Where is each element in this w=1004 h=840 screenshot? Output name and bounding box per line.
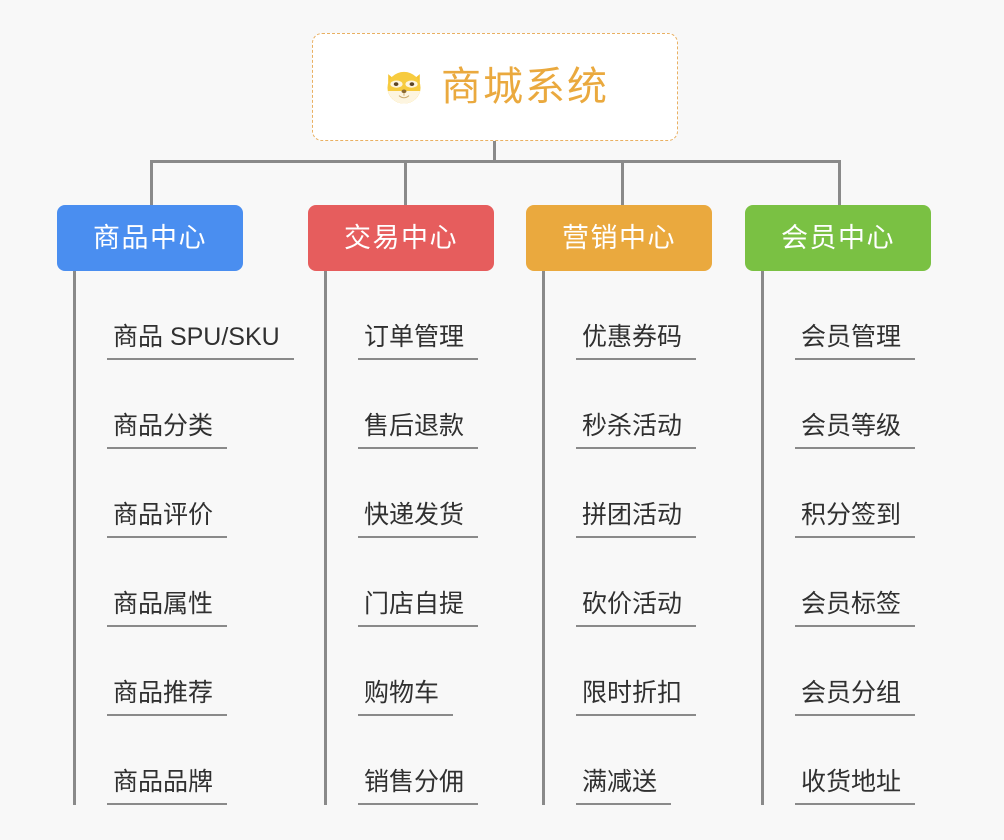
horizontal-bus-connector: [150, 160, 841, 163]
leaf-underline: 收货地址: [795, 768, 916, 805]
leaf-label: 限时折扣: [582, 679, 683, 708]
leaf-column-4: 会员管理 会员等级 积分签到 会员标签 会员分组 收货地址: [761, 271, 916, 805]
leaf-underline: 会员等级: [795, 412, 916, 449]
leaf-underline: 商品 SPU/SKU: [107, 323, 294, 360]
leaf-underline: 商品推荐: [107, 679, 228, 716]
leaf-item[interactable]: 商品推荐: [73, 627, 294, 716]
leaf-item[interactable]: 会员标签: [761, 538, 916, 627]
leaf-underline: 优惠券码: [576, 323, 697, 360]
category-node-2[interactable]: 交易中心: [308, 205, 494, 271]
category-node-4[interactable]: 会员中心: [745, 205, 931, 271]
leaf-underline: 商品属性: [107, 590, 228, 627]
category-label-3: 营销中心: [562, 222, 676, 253]
leaf-underline: 订单管理: [358, 323, 479, 360]
leaf-label: 商品 SPU/SKU: [113, 323, 280, 352]
root-node[interactable]: 商城系统: [312, 33, 678, 141]
leaf-underline: 商品评价: [107, 501, 228, 538]
leaf-underline: 快递发货: [358, 501, 479, 538]
category-label-2: 交易中心: [344, 222, 458, 253]
category-drop-connector-3: [621, 160, 624, 208]
root-stem-connector: [493, 141, 496, 162]
leaf-label: 销售分佣: [364, 768, 465, 797]
leaf-item[interactable]: 拼团活动: [542, 449, 697, 538]
leaf-column-3: 优惠券码 秒杀活动 拼团活动 砍价活动 限时折扣 满减送: [542, 271, 697, 805]
leaf-item[interactable]: 砍价活动: [542, 538, 697, 627]
leaf-item[interactable]: 订单管理: [324, 271, 479, 360]
dog-face-icon: [387, 71, 421, 105]
leaf-label: 满减送: [582, 768, 658, 797]
leaf-label: 会员分组: [801, 679, 902, 708]
leaf-item[interactable]: 商品属性: [73, 538, 294, 627]
leaf-item[interactable]: 会员管理: [761, 271, 916, 360]
leaf-item[interactable]: 秒杀活动: [542, 360, 697, 449]
leaf-label: 商品属性: [113, 590, 214, 619]
leaf-item[interactable]: 商品品牌: [73, 716, 294, 805]
leaf-item[interactable]: 满减送: [542, 716, 696, 805]
category-label-4: 会员中心: [781, 222, 895, 253]
leaf-underline: 会员标签: [795, 590, 916, 627]
leaf-label: 售后退款: [364, 412, 465, 441]
leaf-underline: 积分签到: [795, 501, 916, 538]
leaf-item[interactable]: 优惠券码: [542, 271, 697, 360]
category-node-1[interactable]: 商品中心: [57, 205, 243, 271]
leaf-underline: 拼团活动: [576, 501, 697, 538]
leaf-label: 会员管理: [801, 323, 902, 352]
leaf-underline: 砍价活动: [576, 590, 697, 627]
leaf-column-1: 商品 SPU/SKU 商品分类 商品评价 商品属性 商品推荐 商品品牌: [73, 271, 294, 805]
leaf-item[interactable]: 商品 SPU/SKU: [73, 271, 294, 360]
leaf-item[interactable]: 销售分佣: [324, 716, 479, 805]
leaf-item[interactable]: 门店自提: [324, 538, 479, 627]
leaf-label: 商品评价: [113, 501, 214, 530]
leaf-label: 会员标签: [801, 590, 902, 619]
leaf-underline: 门店自提: [358, 590, 479, 627]
leaf-underline: 购物车: [358, 679, 454, 716]
leaf-item[interactable]: 快递发货: [324, 449, 479, 538]
leaf-label: 快递发货: [364, 501, 465, 530]
leaf-underline: 秒杀活动: [576, 412, 697, 449]
leaf-underline: 会员分组: [795, 679, 916, 716]
leaf-label: 优惠券码: [582, 323, 683, 352]
leaf-label: 拼团活动: [582, 501, 683, 530]
leaf-underline: 限时折扣: [576, 679, 697, 716]
category-node-3[interactable]: 营销中心: [526, 205, 712, 271]
leaf-label: 商品品牌: [113, 768, 214, 797]
category-drop-connector-1: [150, 160, 153, 208]
category-drop-connector-4: [838, 160, 841, 208]
leaf-label: 会员等级: [801, 412, 902, 441]
leaf-label: 收货地址: [801, 768, 902, 797]
leaf-label: 商品分类: [113, 412, 214, 441]
leaf-item[interactable]: 购物车: [324, 627, 478, 716]
leaf-label: 积分签到: [801, 501, 902, 530]
leaf-item[interactable]: 收货地址: [761, 716, 916, 805]
leaf-underline: 满减送: [576, 768, 672, 805]
leaf-item[interactable]: 限时折扣: [542, 627, 697, 716]
leaf-item[interactable]: 售后退款: [324, 360, 479, 449]
leaf-label: 购物车: [364, 679, 440, 708]
leaf-column-2: 订单管理 售后退款 快递发货 门店自提 购物车 销售分佣: [324, 271, 479, 805]
leaf-underline: 商品分类: [107, 412, 228, 449]
leaf-label: 砍价活动: [582, 590, 683, 619]
leaf-label: 门店自提: [364, 590, 465, 619]
leaf-underline: 商品品牌: [107, 768, 228, 805]
category-drop-connector-2: [404, 160, 407, 208]
leaf-item[interactable]: 商品评价: [73, 449, 294, 538]
leaf-item[interactable]: 会员等级: [761, 360, 916, 449]
category-label-1: 商品中心: [93, 222, 207, 253]
root-title: 商城系统: [441, 65, 609, 109]
leaf-label: 订单管理: [364, 323, 465, 352]
leaf-label: 秒杀活动: [582, 412, 683, 441]
leaf-item[interactable]: 积分签到: [761, 449, 916, 538]
leaf-item[interactable]: 会员分组: [761, 627, 916, 716]
leaf-underline: 售后退款: [358, 412, 479, 449]
leaf-item[interactable]: 商品分类: [73, 360, 294, 449]
leaf-underline: 销售分佣: [358, 768, 479, 805]
leaf-label: 商品推荐: [113, 679, 214, 708]
leaf-underline: 会员管理: [795, 323, 916, 360]
